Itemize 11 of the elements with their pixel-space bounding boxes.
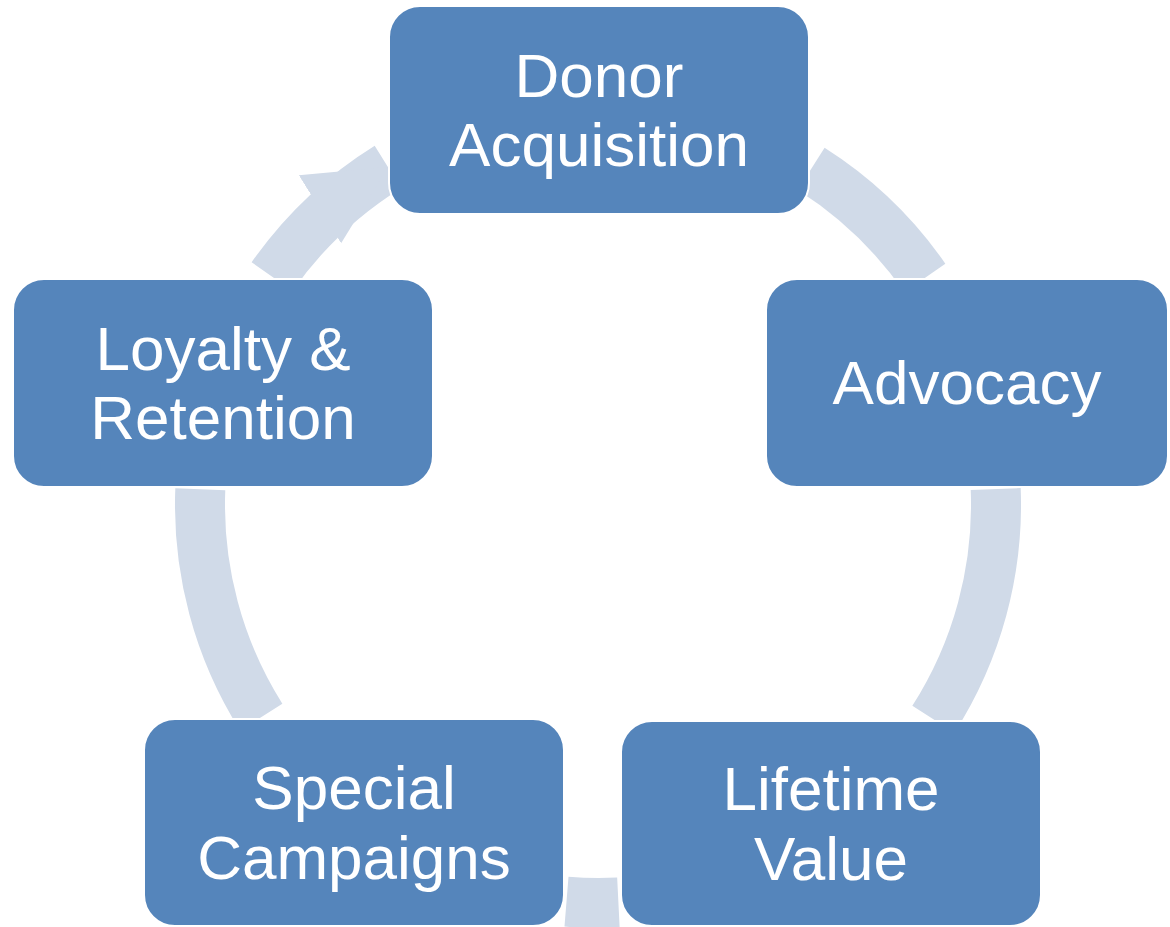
node-label: Donor Acquisition: [448, 40, 750, 180]
cycle-connector: [564, 876, 620, 927]
node-label: Special Campaigns: [196, 753, 512, 892]
node-label: Lifetime Value: [721, 754, 941, 893]
process-box: [388, 5, 810, 215]
process-box: [143, 718, 565, 927]
process-box: [765, 278, 1169, 488]
node-label: Loyalty & Retention: [89, 313, 357, 453]
process-box: [12, 278, 434, 488]
node-label: Advocacy: [832, 348, 1102, 418]
process-box: [620, 720, 1042, 927]
